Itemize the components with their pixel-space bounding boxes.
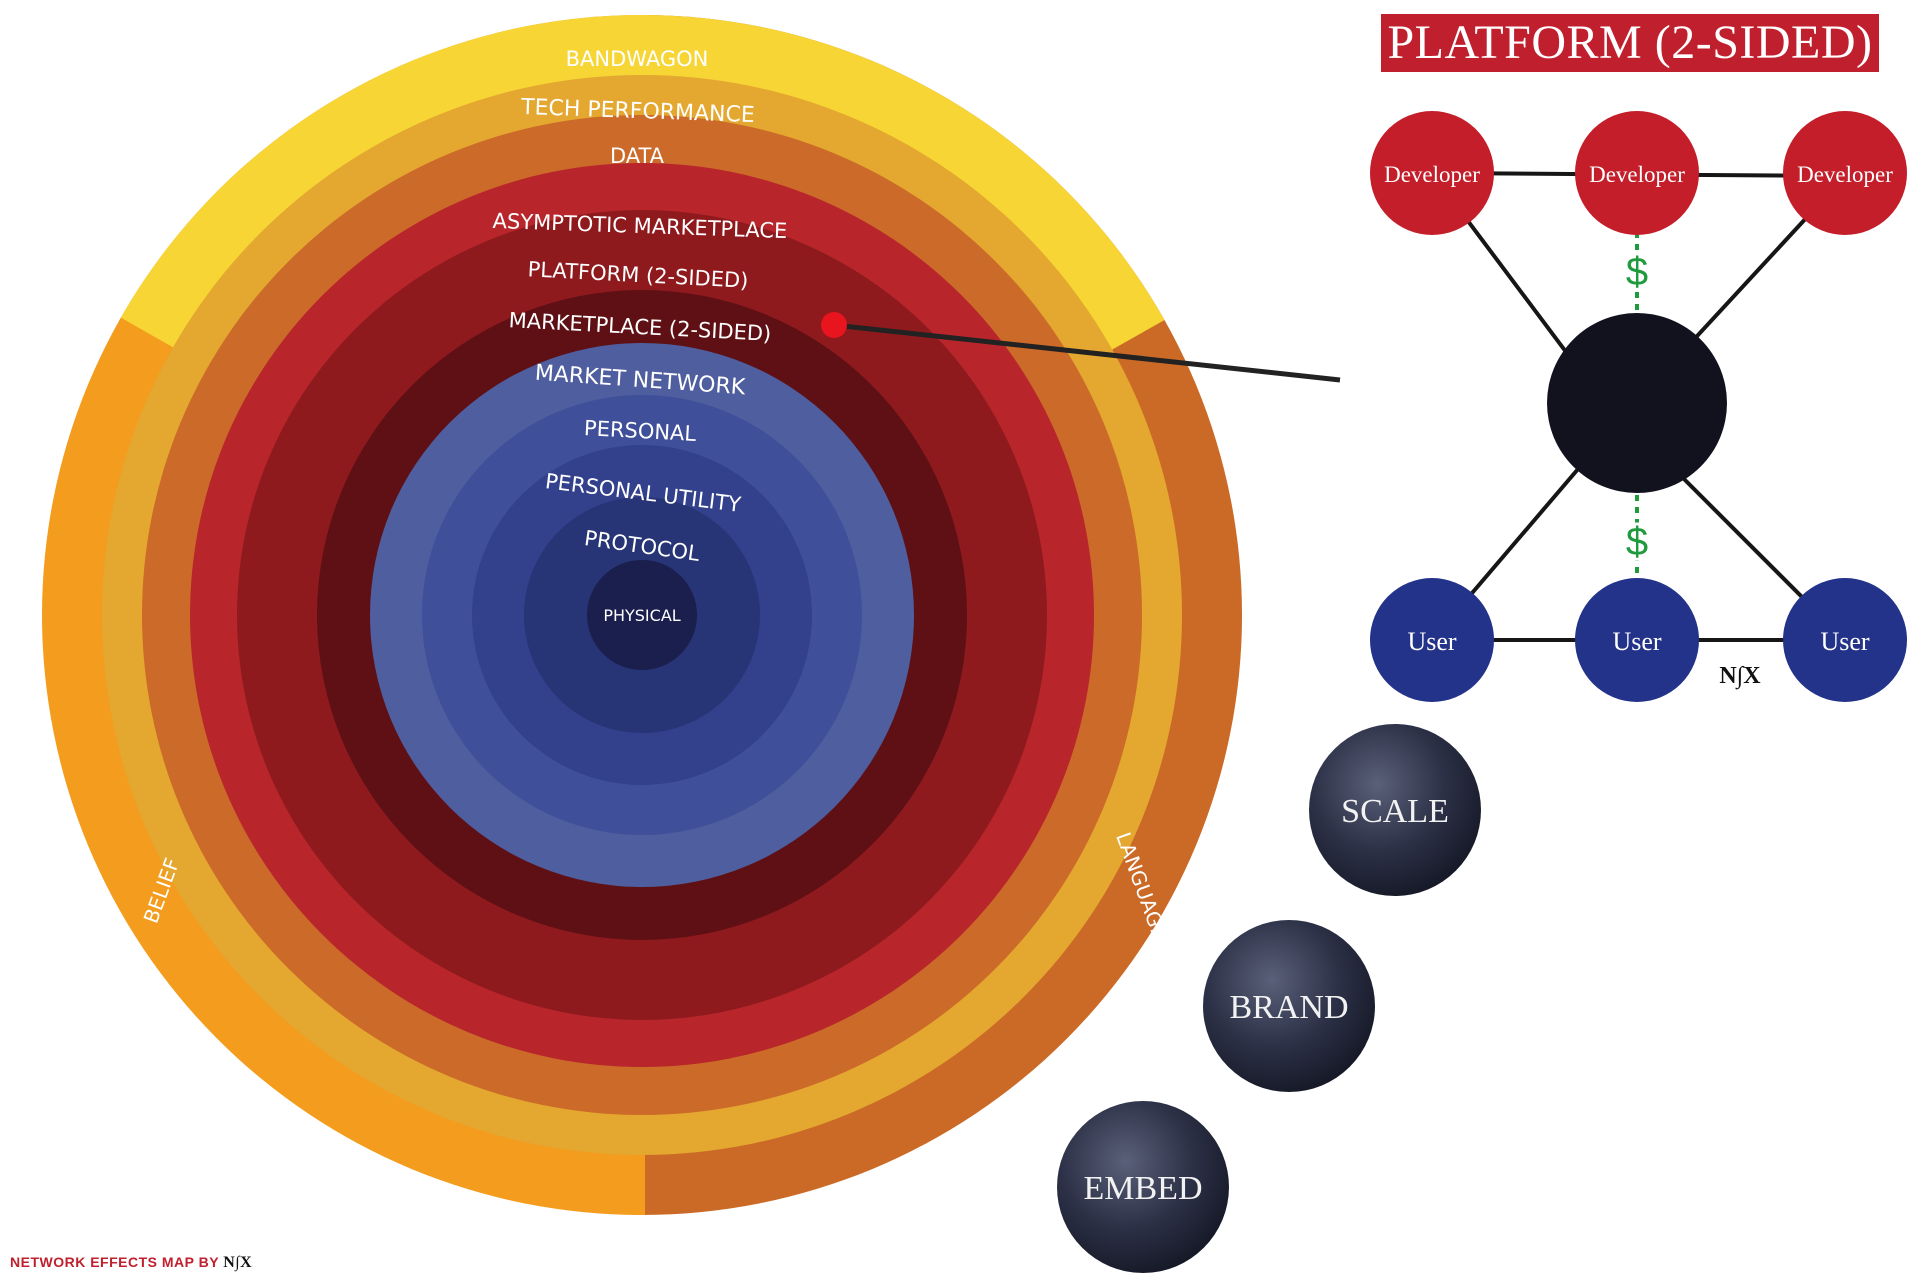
label-personal: PERSONAL [583,416,697,446]
platform-diagram: $ $ Developer Developer Developer User U… [1370,111,1907,702]
sphere-embed-label: EMBED [1084,1170,1203,1207]
label-bandwagon: BANDWAGON [566,47,709,71]
user-node [1575,578,1699,702]
platform-hub [1547,313,1727,493]
map-credit-text: NETWORK EFFECTS MAP BY [10,1254,219,1270]
platform-pointer [821,312,1341,383]
user-label: User [1820,627,1869,656]
developer-node [1370,111,1494,235]
network-effects-map: BANDWAGON TECH PERFORMANCE DATA ASYMPTOT… [42,15,1242,1215]
sphere-embed [1057,1101,1229,1273]
sphere-brand [1203,920,1375,1092]
developer-node [1575,111,1699,235]
sphere-scale [1309,724,1481,896]
sphere-brand-label: BRAND [1229,989,1348,1026]
core-physical [587,560,697,670]
user-node [1783,578,1907,702]
user-node [1370,578,1494,702]
label-data: DATA [610,144,665,168]
developer-node [1783,111,1907,235]
map-credit-brand: N∫X [223,1254,253,1271]
strategy-spheres: SCALE BRAND EMBED [1057,724,1481,1273]
marker-dot [821,312,847,338]
pointer-line [833,322,1341,383]
user-label: User [1407,627,1456,656]
developer-label: Developer [1589,162,1685,187]
map-credit: NETWORK EFFECTS MAP BY N∫X [10,1254,252,1272]
platform-title: PLATFORM (2-SIDED) [1381,14,1879,72]
label-physical: PHYSICAL [603,606,680,625]
developer-label: Developer [1797,162,1893,187]
money-symbol-top: $ [1626,250,1648,294]
sphere-scale-label: SCALE [1341,793,1449,830]
nfx-logo: N∫X [1719,663,1761,690]
money-symbol-bottom: $ [1626,520,1648,564]
developer-label: Developer [1384,162,1480,187]
user-label: User [1612,627,1661,656]
